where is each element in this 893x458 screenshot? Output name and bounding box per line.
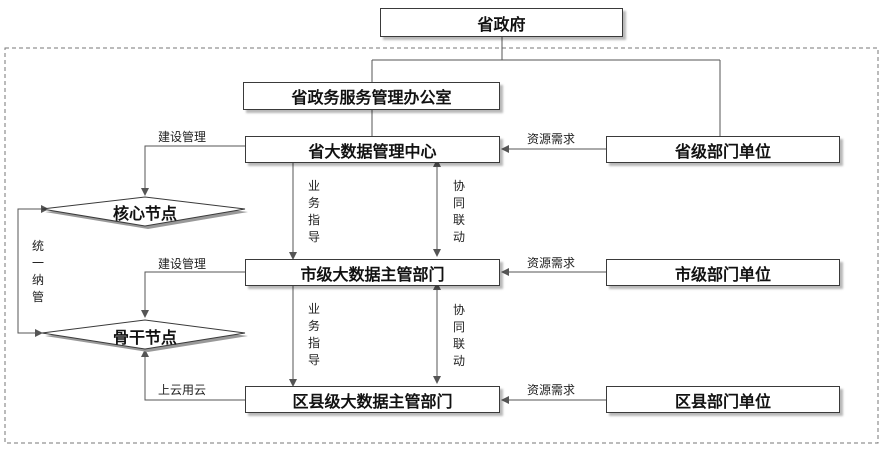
coordination-label-1: 协同联动 (452, 179, 465, 244)
coordination-label-2: 协同联动 (452, 303, 465, 368)
resource-demand-label-1: 资源需求 (527, 132, 576, 146)
provincial-bigdata-center-box: 省大数据管理中心 (245, 136, 500, 163)
business-guidance-label-2: 业务指导 (307, 302, 320, 367)
node-connectors (141, 145, 245, 401)
resource-demand-label-3: 资源需求 (527, 383, 576, 397)
core-node-label: 核心节点 (112, 204, 177, 223)
core-node-diamond (41, 196, 248, 229)
resource-demand-label-2: 资源需求 (527, 256, 576, 270)
backbone-node-label: 骨干节点 (112, 328, 177, 347)
provincial-gov-box: 省政府 (380, 8, 623, 37)
construction-mgmt-label-1: 建设管理 (158, 130, 207, 144)
city-bigdata-dept-box: 市级大数据主管部门 (245, 259, 500, 286)
resource-demand-arrows (501, 145, 606, 404)
unified-mgmt-bracket (17, 205, 49, 337)
gov-service-office-box: 省政务服务管理办公室 (243, 82, 500, 110)
construction-mgmt-label-2: 建设管理 (158, 257, 207, 271)
provincial-units-box: 省级部门单位 (606, 136, 840, 163)
dashed-frame (4, 47, 879, 444)
district-units-box: 区县部门单位 (606, 386, 840, 413)
business-guidance-label-1: 业务指导 (307, 179, 320, 244)
district-bigdata-dept-box: 区县级大数据主管部门 (245, 386, 500, 413)
gov-connectors (371, 37, 721, 136)
backbone-node-diamond (41, 319, 248, 352)
unified-mgmt-label: 统一纳管 (31, 238, 45, 306)
city-units-box: 市级部门单位 (606, 259, 840, 286)
cloud-migration-label: 上云用云 (158, 383, 207, 397)
